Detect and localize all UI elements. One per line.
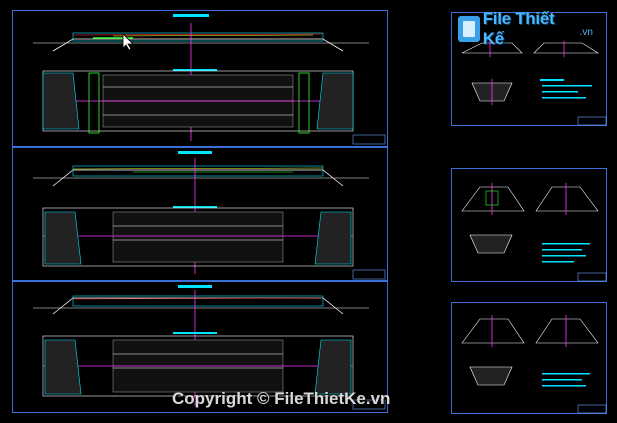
filethietke-logo: File Thiết Kế .vn bbox=[458, 9, 593, 48]
detail-sheet-2[interactable] bbox=[451, 168, 607, 282]
drawing-sheet-1[interactable] bbox=[12, 10, 388, 147]
section-detail-1 bbox=[461, 41, 607, 126]
bridge-drawing-3 bbox=[33, 285, 386, 410]
drawing-sheet-3[interactable] bbox=[12, 281, 388, 413]
detail-sheet-3[interactable] bbox=[451, 302, 607, 414]
detail-sheet-1[interactable] bbox=[451, 12, 607, 126]
drawing-sheet-2[interactable] bbox=[12, 147, 388, 281]
logo-name: File Thiết Kế bbox=[482, 9, 555, 48]
file-document-icon bbox=[458, 16, 480, 42]
section-detail-3 bbox=[461, 315, 607, 414]
bridge-drawing-1 bbox=[33, 14, 386, 145]
logo-tld: .vn bbox=[579, 26, 593, 38]
mouse-pointer-icon bbox=[122, 33, 134, 51]
copyright-watermark: Copyright © FileThietKe.vn bbox=[172, 389, 391, 408]
bridge-drawing-2 bbox=[33, 151, 386, 280]
section-detail-2 bbox=[461, 183, 607, 282]
